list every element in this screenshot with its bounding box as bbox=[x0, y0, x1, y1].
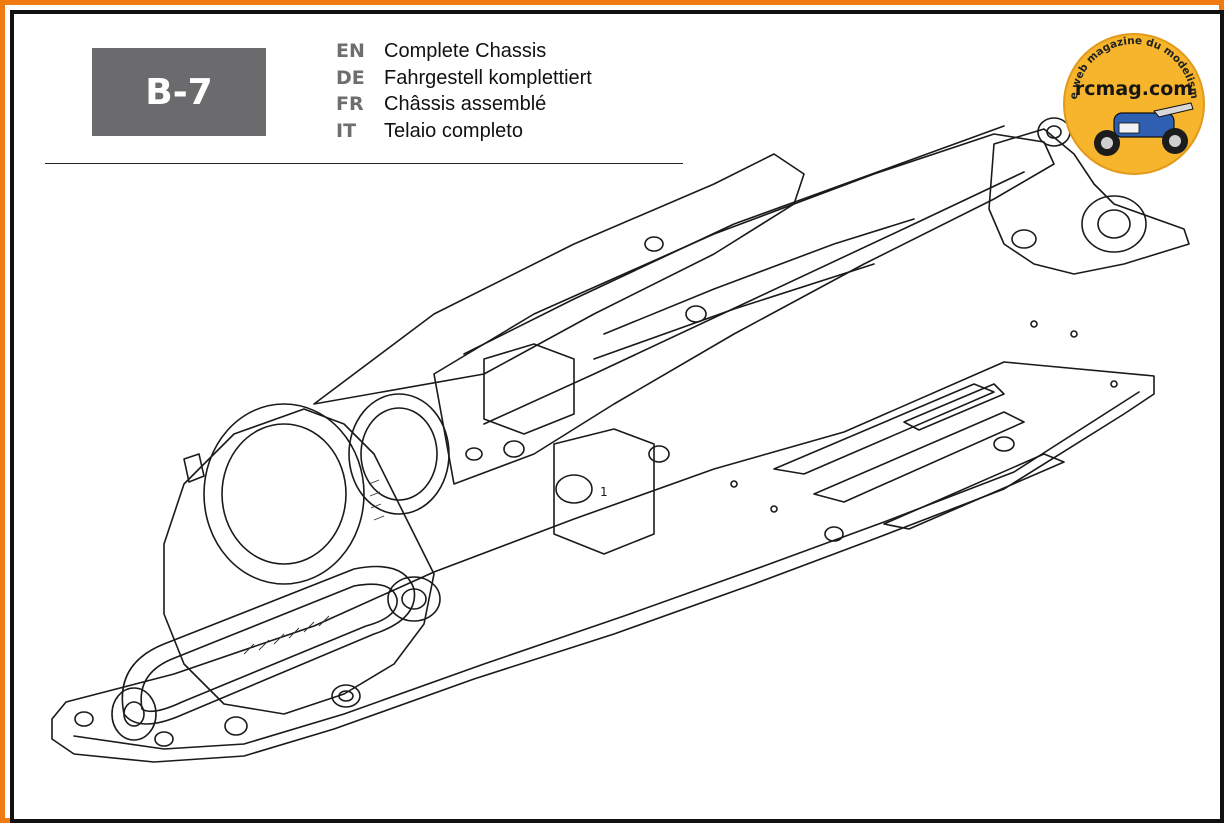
screw-hole bbox=[685, 305, 707, 323]
spur-gear-cover bbox=[203, 403, 365, 585]
battery-tray-rail bbox=[463, 125, 1005, 355]
logo-brand: rcmag.com bbox=[1075, 78, 1193, 100]
chassis-plate-inner-edge bbox=[73, 391, 1140, 750]
rear-tower bbox=[483, 343, 575, 435]
plate-slot bbox=[903, 383, 1005, 431]
language-code: IT bbox=[336, 119, 357, 142]
plate-hole bbox=[1070, 330, 1078, 338]
front-outdrive-cup bbox=[1097, 209, 1131, 239]
logo-buggy-icon bbox=[1094, 102, 1194, 156]
part-callout: 1 bbox=[600, 485, 608, 499]
language-row-fr: FR Châssis assemblé bbox=[336, 93, 592, 120]
language-code: FR bbox=[336, 93, 364, 115]
rear-pulley-hub bbox=[123, 701, 145, 727]
language-caption: Complete Chassis bbox=[384, 40, 547, 62]
gear-teeth bbox=[368, 479, 385, 521]
battery-tray bbox=[433, 133, 1055, 485]
header-divider bbox=[45, 163, 683, 164]
plate-slot bbox=[813, 411, 1025, 503]
language-caption: Telaio completo bbox=[384, 119, 523, 142]
language-row-de: DE Fahrgestell komplettiert bbox=[336, 67, 592, 94]
screw-hole bbox=[648, 445, 670, 463]
battery-tray-rail bbox=[483, 171, 1025, 425]
language-caption: Fahrgestell komplettiert bbox=[384, 66, 592, 89]
language-list: EN Complete Chassis DE Fahrgestell kompl… bbox=[336, 40, 592, 146]
plate-slot bbox=[773, 383, 995, 475]
mid-tower bbox=[553, 428, 655, 555]
screw-hole bbox=[338, 690, 354, 702]
gear-ring bbox=[348, 393, 450, 515]
drive-belt-inner bbox=[140, 583, 398, 713]
step-badge: B-7 bbox=[92, 48, 266, 136]
screw-hole bbox=[331, 684, 361, 708]
top-deck bbox=[313, 153, 805, 405]
spur-gear-cover-inner bbox=[221, 423, 347, 565]
front-bulkhead bbox=[988, 128, 1190, 275]
screw-hole bbox=[824, 526, 844, 542]
pulley bbox=[387, 576, 441, 622]
pulley-hub bbox=[401, 588, 427, 610]
rear-pulley bbox=[111, 687, 157, 741]
top-deck-slot bbox=[603, 218, 915, 335]
chassis-illustration: 1 bbox=[51, 117, 1190, 763]
screw-hole bbox=[224, 716, 248, 736]
front-outdrive bbox=[1081, 195, 1147, 253]
gear-teeth bbox=[243, 615, 330, 655]
gear-ring-inner bbox=[360, 407, 438, 501]
screw-hole bbox=[1011, 229, 1037, 249]
front-bearing-inner bbox=[1046, 125, 1062, 139]
plate-hole bbox=[1030, 320, 1038, 328]
language-code: DE bbox=[336, 66, 365, 89]
screw-hole bbox=[644, 236, 664, 252]
plate-slot bbox=[883, 453, 1065, 530]
screw-hole bbox=[465, 447, 483, 461]
gearbox-housing bbox=[163, 408, 435, 715]
language-row-en: EN Complete Chassis bbox=[336, 40, 592, 67]
rear-post bbox=[183, 453, 205, 483]
step-label: B-7 bbox=[145, 71, 213, 113]
chassis-plate-outline bbox=[51, 361, 1155, 763]
plate-hole bbox=[1110, 380, 1118, 388]
plate-hole bbox=[730, 480, 738, 488]
tower-bushing bbox=[555, 474, 593, 504]
language-code: EN bbox=[336, 40, 365, 62]
language-caption: Châssis assemblé bbox=[384, 93, 547, 115]
screw-hole bbox=[74, 711, 94, 727]
drive-belt bbox=[121, 565, 416, 725]
logo-disc bbox=[1063, 33, 1205, 175]
screw-hole bbox=[154, 731, 174, 747]
plate-hole bbox=[770, 505, 778, 513]
screw-hole bbox=[993, 436, 1015, 452]
page-canvas: B-7 EN Complete Chassis DE Fahrgestell k… bbox=[10, 10, 1224, 823]
top-deck-slot bbox=[593, 263, 875, 360]
language-row-it: IT Telaio completo bbox=[336, 120, 592, 147]
tower-bushing bbox=[503, 440, 525, 458]
rcmag-logo: Le web magazine du modelisme rcmag.com bbox=[1059, 31, 1205, 175]
